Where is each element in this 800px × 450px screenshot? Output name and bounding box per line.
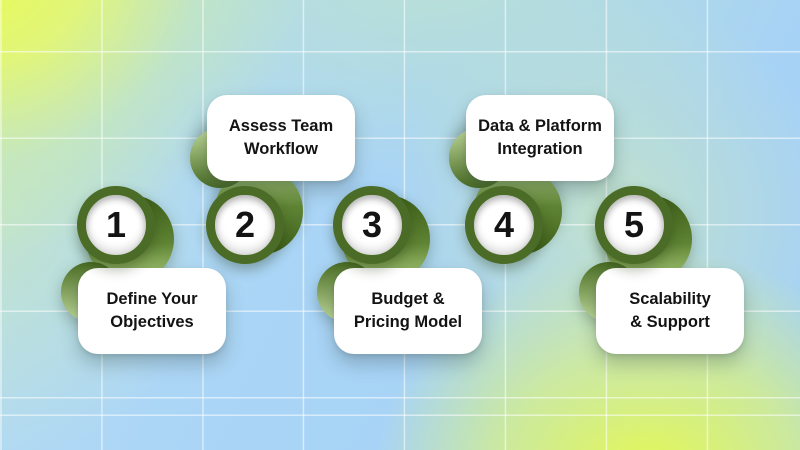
step-1: Define Your Objectives 1 [39, 60, 231, 390]
step-card: Budget & Pricing Model [334, 268, 482, 354]
step-number-circle: 1 [77, 186, 155, 264]
step-label-line2: Pricing Model [353, 313, 463, 331]
step-label-line1: Define Your [106, 290, 198, 308]
step-label-line1: Budget & [371, 290, 445, 308]
step-label-line1: Data & Platform [478, 117, 602, 135]
step-5: Scalability & Support 5 [557, 60, 749, 390]
step-number: 3 [361, 204, 383, 245]
step-3: Budget & Pricing Model 3 [295, 60, 487, 390]
step-label-line2: Integration [497, 140, 583, 158]
step-4: Data & Platform Integration 4 [427, 60, 619, 390]
step-number-circle: 4 [465, 186, 543, 264]
step-number: 4 [493, 204, 515, 245]
step-card: Assess Team Workflow [207, 95, 355, 181]
step-2: Assess Team Workflow 2 [168, 60, 360, 390]
step-label-line2: Workflow [244, 140, 318, 158]
step-number-circle: 5 [595, 186, 673, 264]
step-number: 5 [623, 204, 645, 245]
step-card: Define Your Objectives [78, 268, 226, 354]
step-number: 2 [234, 204, 256, 245]
step-number-circle: 2 [206, 186, 284, 264]
step-number: 1 [105, 204, 127, 245]
step-label-line2: Objectives [110, 313, 194, 331]
step-card: Scalability & Support [596, 268, 744, 354]
step-label-line2: & Support [630, 313, 710, 331]
step-label-line1: Assess Team [228, 117, 334, 135]
step-label-line1: Scalability [629, 290, 711, 308]
step-number-circle: 3 [333, 186, 411, 264]
step-card: Data & Platform Integration [466, 95, 614, 181]
